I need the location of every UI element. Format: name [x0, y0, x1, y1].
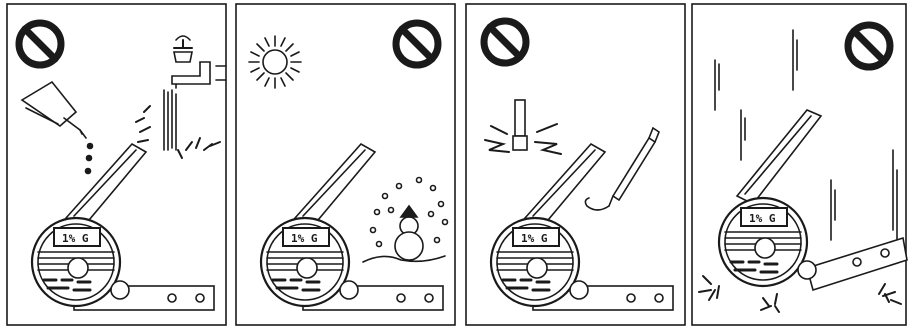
- panel-no-dropping-or-impact: 1% G: [689, 0, 911, 329]
- cutter-icon: [485, 100, 561, 154]
- prohibition-icon: [848, 25, 890, 67]
- angle-meter-icon: 1% G: [32, 144, 214, 310]
- water-splash-icon: [136, 90, 220, 158]
- prohibition-icon: [484, 21, 526, 63]
- panel-no-temperature-extremes: 1% G: [233, 0, 459, 329]
- impact-icon: [699, 276, 901, 312]
- angle-meter-icon: 1% G: [719, 110, 907, 290]
- lcd-readout: 1% G: [291, 232, 318, 245]
- lcd-readout: 1% G: [62, 232, 89, 245]
- sun-icon: [249, 36, 301, 88]
- snowman-icon: [363, 178, 448, 263]
- pen-icon: [585, 128, 659, 210]
- panel-no-liquids: 1% G: [4, 0, 230, 329]
- prohibition-icon: [19, 23, 61, 65]
- water-tap-icon: [172, 36, 226, 88]
- panel-no-cutting-or-sharp-tools: 1% G: [463, 0, 689, 329]
- oil-can-icon: [22, 82, 93, 174]
- prohibition-icon: [396, 23, 438, 65]
- lcd-readout: 1% G: [521, 232, 548, 245]
- lcd-readout: 1% G: [749, 212, 776, 225]
- angle-meter-icon: 1% G: [491, 144, 673, 310]
